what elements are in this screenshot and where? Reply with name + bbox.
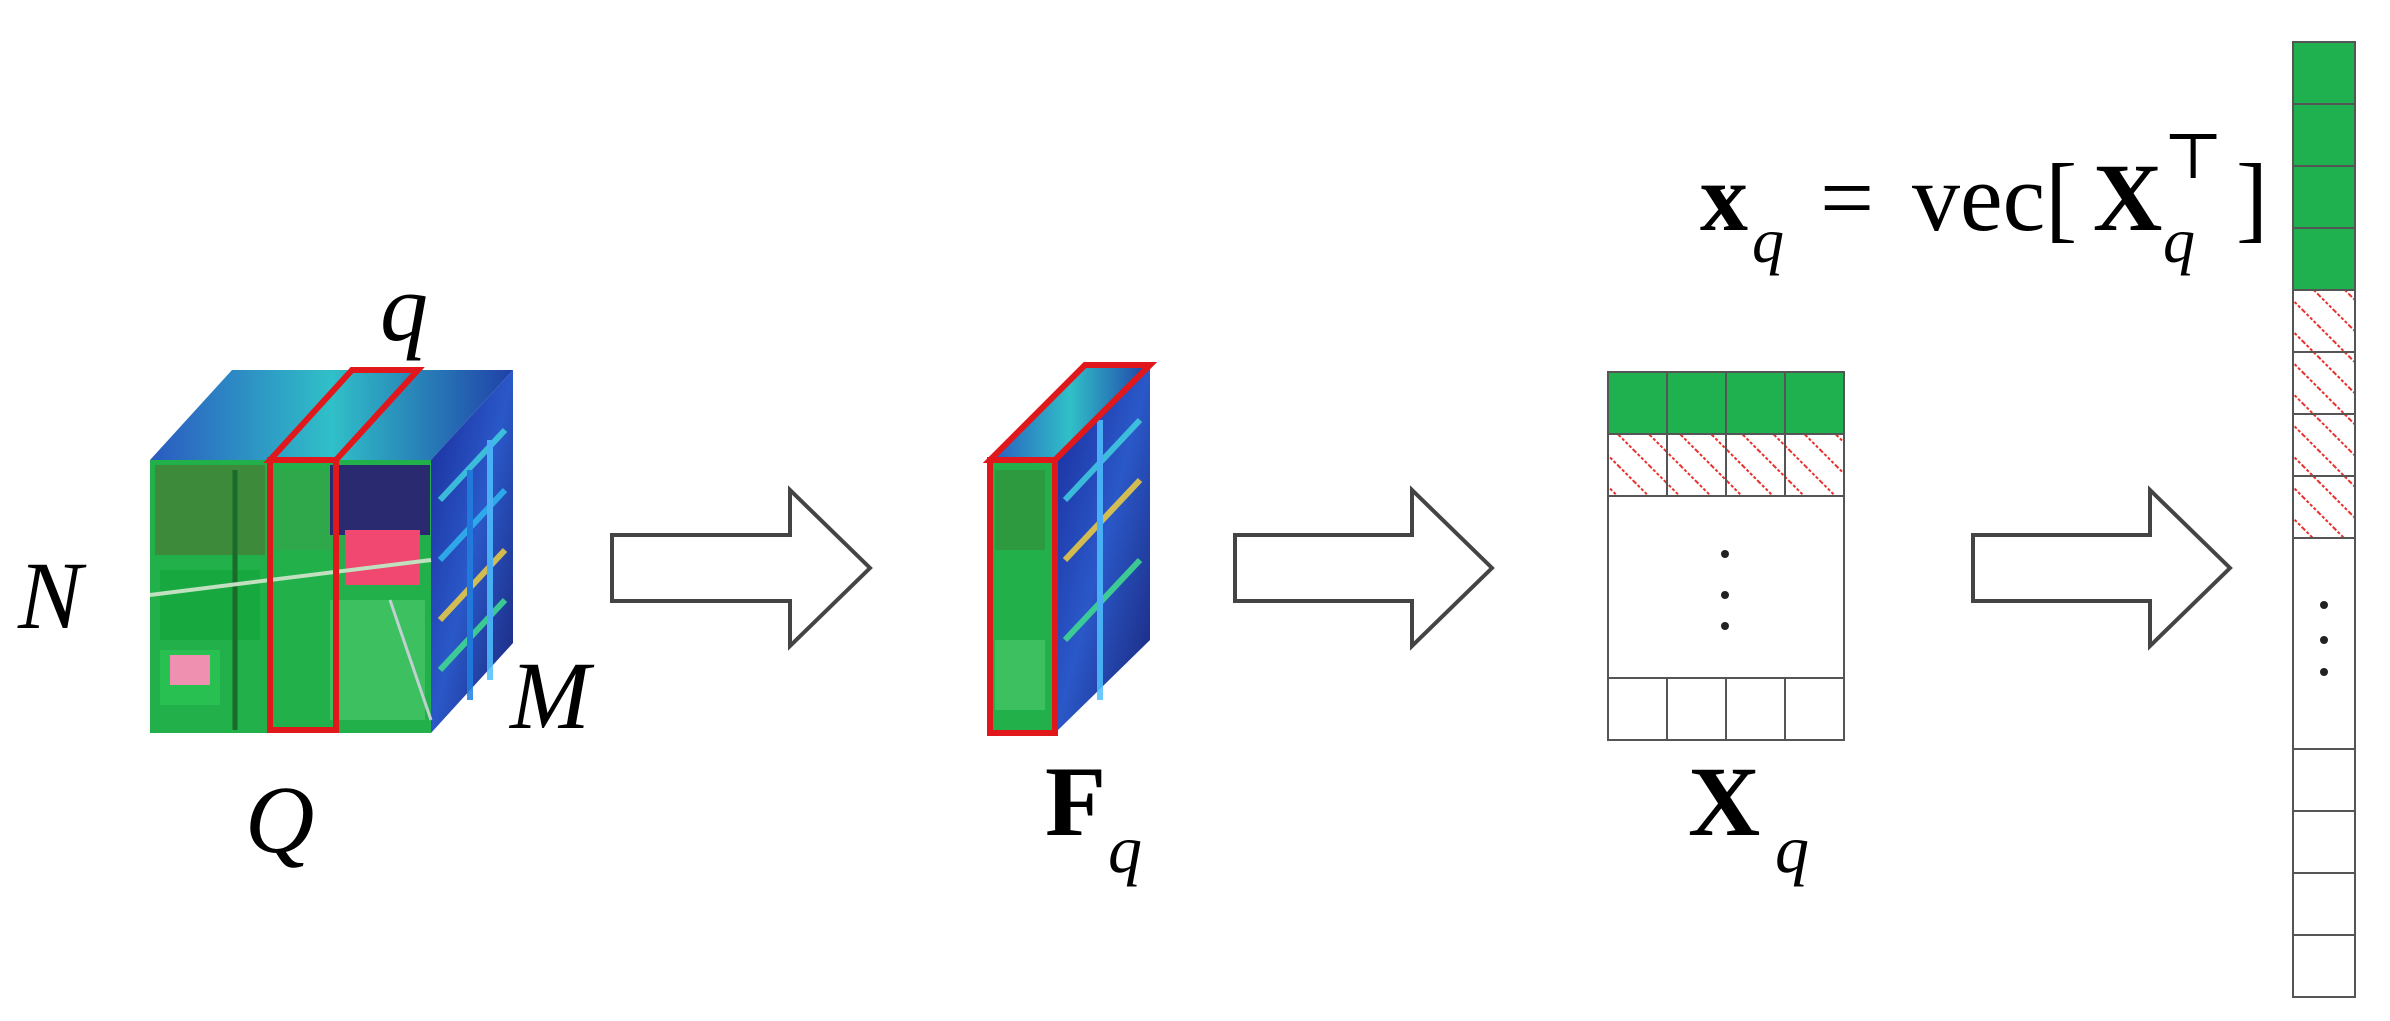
arrow-1 (610, 485, 873, 651)
label-N: N (17, 542, 87, 649)
vector-white-cells (2292, 748, 2356, 998)
arrow-2 (1233, 485, 1495, 651)
slice-fq (982, 362, 1158, 736)
vector-green-cells (2292, 41, 2356, 291)
svg-text:X: X (1688, 746, 1760, 857)
svg-text:vec[: vec[ (1912, 144, 2077, 251)
vector-hatched-cells (2292, 289, 2356, 539)
hyperspectral-cube (149, 367, 513, 733)
vector-dots (2320, 601, 2328, 676)
matrix-green-row (1607, 371, 1845, 435)
label-fq: F q (1045, 746, 1142, 887)
label-Q: Q (245, 766, 314, 873)
arrow-3 (1971, 485, 2233, 651)
cube-top-face (150, 370, 513, 460)
vector-xq (2292, 41, 2356, 998)
label-xq: X q (1688, 746, 1809, 887)
spectral-streaks (437, 427, 508, 700)
svg-text:]: ] (2236, 144, 2268, 251)
label-M: M (508, 642, 595, 749)
label-q: q (380, 254, 428, 361)
highlighted-slice (263, 367, 425, 733)
svg-text:F: F (1045, 746, 1106, 857)
equation: x q = vec[ X q ⊤ ] (1700, 121, 2268, 276)
matrix-last-row (1607, 677, 1845, 741)
matrix-xq (1607, 371, 1845, 741)
matrix-hatched-row (1607, 433, 1845, 497)
front-texture (149, 465, 433, 730)
svg-text:q: q (1108, 811, 1142, 887)
svg-text:q: q (1752, 205, 1784, 276)
svg-text:⊤: ⊤ (2163, 121, 2223, 192)
svg-text:q: q (1775, 811, 1809, 887)
matrix-dots (1721, 550, 1729, 630)
svg-text:=: = (1820, 144, 1874, 251)
svg-text:q: q (2163, 205, 2195, 276)
svg-text:x: x (1700, 144, 1748, 251)
svg-text:X: X (2093, 144, 2162, 251)
